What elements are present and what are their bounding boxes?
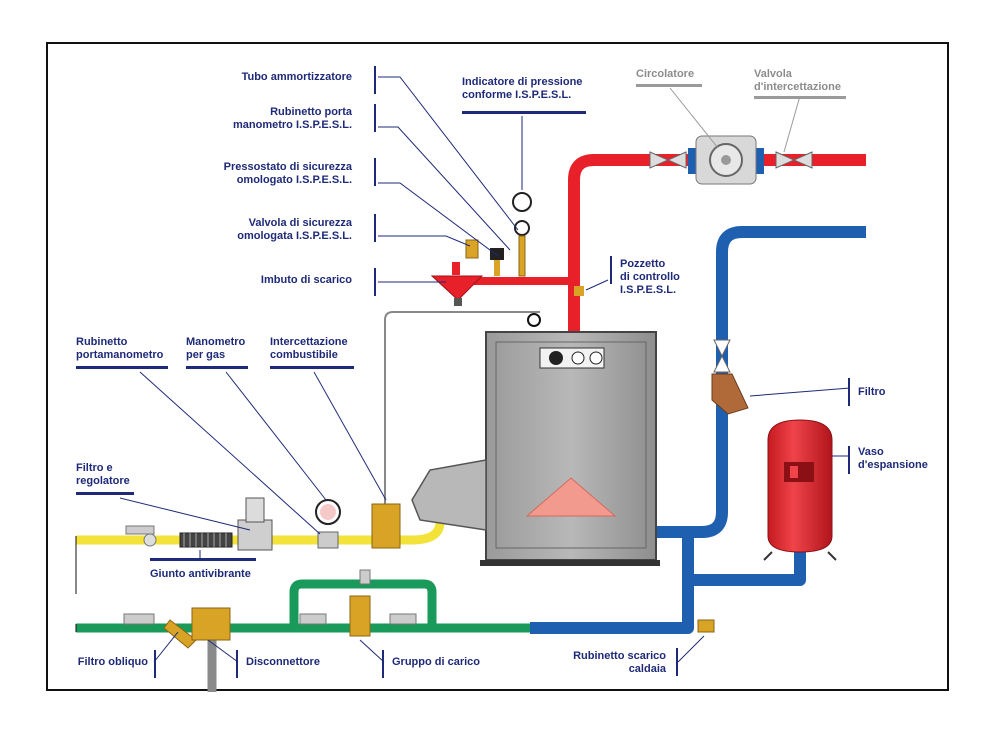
label-pressostato: Pressostato di sicurezza xyxy=(223,161,352,173)
label-filtro-regolatore: Filtro e xyxy=(76,462,113,474)
tick xyxy=(676,648,678,676)
label-pozzetto: Pozzetto xyxy=(620,258,666,270)
supply-water-pipes xyxy=(76,579,530,692)
burner xyxy=(411,459,487,531)
hot-water-pipes xyxy=(452,154,866,336)
label-indicatore-pressione: Indicatore di pressione xyxy=(462,76,583,88)
flame-window xyxy=(525,477,617,517)
valve-hot-1 xyxy=(649,151,670,169)
label-rubinetto-scarico: Rubinetto scarico xyxy=(573,650,666,662)
label-vaso-2: d'espansione xyxy=(858,459,928,471)
label-disconnettore: Disconnettore xyxy=(246,656,320,668)
tick xyxy=(848,446,850,474)
label-overline xyxy=(150,558,256,561)
label-pozzetto-3: I.S.P.E.S.L. xyxy=(620,284,677,296)
capillary-tube xyxy=(384,311,540,536)
tick xyxy=(154,650,156,678)
label-pozzetto-2: di controllo xyxy=(620,271,680,283)
label-underline xyxy=(76,492,134,495)
tick xyxy=(374,158,376,186)
label-underline xyxy=(76,366,168,369)
tick xyxy=(374,66,376,94)
label-valvola: Valvola xyxy=(754,68,792,80)
label-underline xyxy=(636,84,702,87)
gas-pipes xyxy=(76,521,445,545)
label-pressostato-2: omologato I.S.P.E.S.L. xyxy=(236,174,352,186)
label-valvola-sicurezza-2: omologata I.S.P.E.S.L. xyxy=(237,230,352,242)
label-intercettazione-combustibile: Intercettazione xyxy=(270,336,348,348)
tick xyxy=(610,256,612,284)
label-underline xyxy=(186,366,248,369)
gas-components xyxy=(125,497,401,551)
label-rubinetto-porta-2: manometro I.S.P.E.S.L. xyxy=(233,119,352,131)
label-vaso: Vaso xyxy=(858,446,884,458)
label-manometro-gas-2: per gas xyxy=(186,349,226,361)
label-rubinetto-portamanometro-2: portamanometro xyxy=(76,349,164,361)
leader-lines xyxy=(119,76,851,663)
safety-devices xyxy=(430,192,584,306)
label-filtro-obliquo: Filtro obliquo xyxy=(77,656,148,668)
tick xyxy=(382,650,384,678)
label-underline xyxy=(270,366,354,369)
label-underline xyxy=(754,96,846,99)
label-gruppo-carico: Gruppo di carico xyxy=(392,656,481,668)
water-filter xyxy=(711,339,749,415)
tick xyxy=(374,104,376,132)
label-rubinetto-portamanometro: Rubinetto xyxy=(76,336,128,348)
label-rubinetto-scarico-2: caldaia xyxy=(628,663,666,675)
circulator-pump xyxy=(688,135,764,185)
tick xyxy=(236,650,238,678)
label-giunto-antivibrante: Giunto antivibrante xyxy=(150,568,251,580)
tick xyxy=(374,268,376,296)
water-components xyxy=(123,569,715,649)
label-intercettazione-combustibile-2: combustibile xyxy=(270,349,338,361)
label-rubinetto-porta: Rubinetto porta xyxy=(270,106,352,118)
capillary-coil xyxy=(527,313,541,327)
label-tubo-ammortizzatore: Tubo ammortizzatore xyxy=(241,71,352,83)
label-valvola-sicurezza: Valvola di sicurezza xyxy=(248,217,352,229)
label-circolatore: Circolatore xyxy=(636,68,695,80)
expansion-vessel xyxy=(763,419,837,561)
valve-hot-2 xyxy=(775,151,796,169)
label-underline xyxy=(462,111,586,114)
label-indicatore-pressione-2: conforme I.S.P.E.S.L. xyxy=(462,89,572,101)
label-manometro-gas: Manometro xyxy=(186,336,246,348)
label-filtro-regolatore-2: regolatore xyxy=(76,475,130,487)
label-valvola-2: d'intercettazione xyxy=(754,81,841,93)
boiler xyxy=(480,331,660,566)
label-filtro: Filtro xyxy=(858,386,886,398)
tick xyxy=(848,378,850,406)
label-imbuto-scarico: Imbuto di scarico xyxy=(260,274,352,286)
tick xyxy=(374,214,376,242)
gray-leader-lines xyxy=(669,87,801,153)
